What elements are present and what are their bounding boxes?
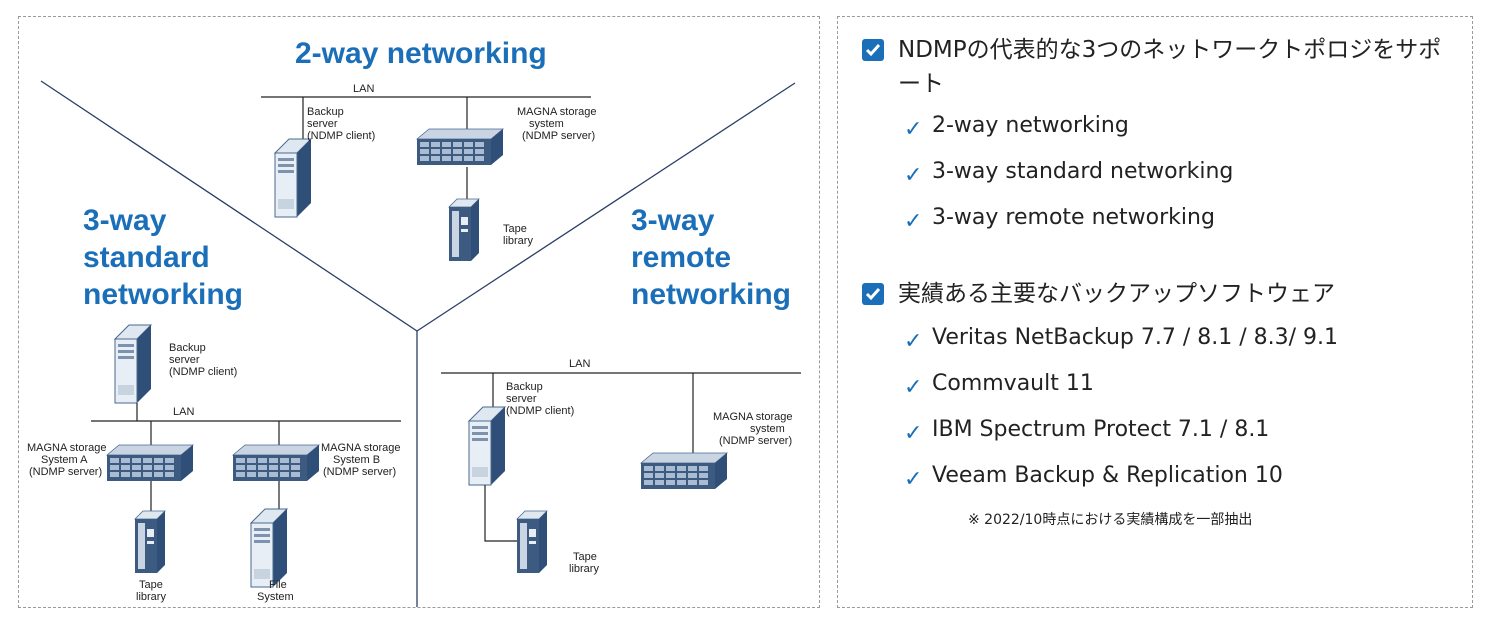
checkmark-icon: ✓ <box>904 209 923 234</box>
storage-label-2: system <box>750 423 785 435</box>
lan-label: LAN <box>569 358 590 370</box>
three-way-remote-topology: LAN Backup server (NDMP client) MAGNA st… <box>441 358 801 575</box>
checkmark-icon: ✓ <box>904 375 923 400</box>
two-way-topology: LAN Backup server (NDMP client) MAGNA st… <box>261 83 596 262</box>
tape-library-icon <box>134 510 166 574</box>
features-panel: NDMPの代表的な3つのネットワークトポロジをサポート ✓2-way netwo… <box>837 16 1473 608</box>
title-2way: 2-way networking <box>295 37 547 70</box>
checkmark-icon: ✓ <box>904 163 923 188</box>
storage-label-1: MAGNA storage <box>713 411 792 423</box>
backup-server-icon <box>468 406 506 486</box>
file-system-label-1: File <box>269 579 287 591</box>
storage-b-label-3: (NDMP server) <box>323 466 396 478</box>
storage-label-2: system <box>529 118 564 130</box>
checkmark-icon: ✓ <box>904 421 923 446</box>
three-way-standard-topology: Backup server (NDMP client) LAN MAGNA st… <box>27 324 401 603</box>
separator-left <box>40 80 418 332</box>
backup-server-label-2: server <box>307 118 338 130</box>
storage-label-1: MAGNA storage <box>517 106 596 118</box>
backup-server-label-3: (NDMP client) <box>506 405 574 417</box>
software-item: ✓IBM Spectrum Protect 7.1 / 8.1 <box>904 417 1270 446</box>
file-system-icon <box>250 508 288 588</box>
title-3way-standard-2: standard <box>83 241 210 274</box>
tape-label-2: library <box>503 235 533 247</box>
checkmark-icon: ✓ <box>904 117 923 142</box>
heading-topologies: NDMPの代表的な3つのネットワークトポロジをサポート <box>898 37 1442 97</box>
tape-label-1: Tape <box>503 223 527 235</box>
tape-library-icon <box>516 510 548 574</box>
storage-system-b-icon <box>232 444 320 482</box>
tape-label-2: library <box>136 591 166 603</box>
topology-item: ✓2-way networking <box>904 113 1129 142</box>
title-3way-standard-1: 3-way <box>83 204 167 237</box>
storage-b-label-1: MAGNA storage <box>321 442 400 454</box>
separator-right <box>416 82 796 332</box>
backup-server-icon <box>274 138 312 218</box>
lan-label: LAN <box>173 406 194 418</box>
topology-item: ✓3-way remote networking <box>904 205 1215 234</box>
backup-server-label-1: Backup <box>169 342 206 354</box>
lan-label: LAN <box>353 83 374 95</box>
storage-label-3: (NDMP server) <box>719 435 792 447</box>
backup-server-label-3: (NDMP client) <box>307 130 375 142</box>
software-item: ✓Veeam Backup & Replication 10 <box>904 463 1283 492</box>
storage-a-label-2: System A <box>41 454 88 466</box>
backup-server-label-3: (NDMP client) <box>169 366 237 378</box>
tape-label-1: Tape <box>139 579 163 591</box>
software-item: ✓Veritas NetBackup 7.7 / 8.1 / 8.3/ 9.1 <box>904 325 1339 354</box>
storage-a-label-1: MAGNA storage <box>27 442 106 454</box>
checkmark-icon: ✓ <box>904 467 923 492</box>
topology-diagram: 2-way networking 3-way standard networki… <box>27 37 801 607</box>
checkbox-icon <box>862 39 884 61</box>
storage-system-icon <box>640 452 728 490</box>
tape-label-2: library <box>569 563 599 575</box>
checkbox-icon <box>862 283 884 305</box>
storage-system-icon <box>416 128 504 166</box>
backup-server-label-1: Backup <box>307 106 344 118</box>
title-3way-standard-3: networking <box>83 278 243 311</box>
storage-label-3: (NDMP server) <box>522 130 595 142</box>
checkmark-icon: ✓ <box>904 329 923 354</box>
storage-b-label-2: System B <box>333 454 380 466</box>
topology-diagram-panel: 2-way networking 3-way standard networki… <box>18 16 820 608</box>
heading-software: 実績ある主要なバックアップソフトウェア <box>898 281 1335 307</box>
storage-a-label-3: (NDMP server) <box>29 466 102 478</box>
backup-server-label-2: server <box>506 393 537 405</box>
software-item: ✓Commvault 11 <box>904 371 1094 400</box>
footnote: ※ 2022/10時点における実績構成を一部抽出 <box>968 512 1253 528</box>
file-system-label-2: System <box>257 591 294 603</box>
title-3way-remote-2: remote <box>631 241 731 274</box>
backup-server-label-2: server <box>169 354 200 366</box>
backup-server-label-1: Backup <box>506 381 543 393</box>
tape-label-1: Tape <box>573 551 597 563</box>
title-3way-remote-3: networking <box>631 278 791 311</box>
storage-system-a-icon <box>106 444 194 482</box>
title-3way-remote-1: 3-way <box>631 204 715 237</box>
topology-item: ✓3-way standard networking <box>904 159 1234 188</box>
backup-server-icon <box>114 324 152 404</box>
tape-library-icon <box>448 198 480 262</box>
